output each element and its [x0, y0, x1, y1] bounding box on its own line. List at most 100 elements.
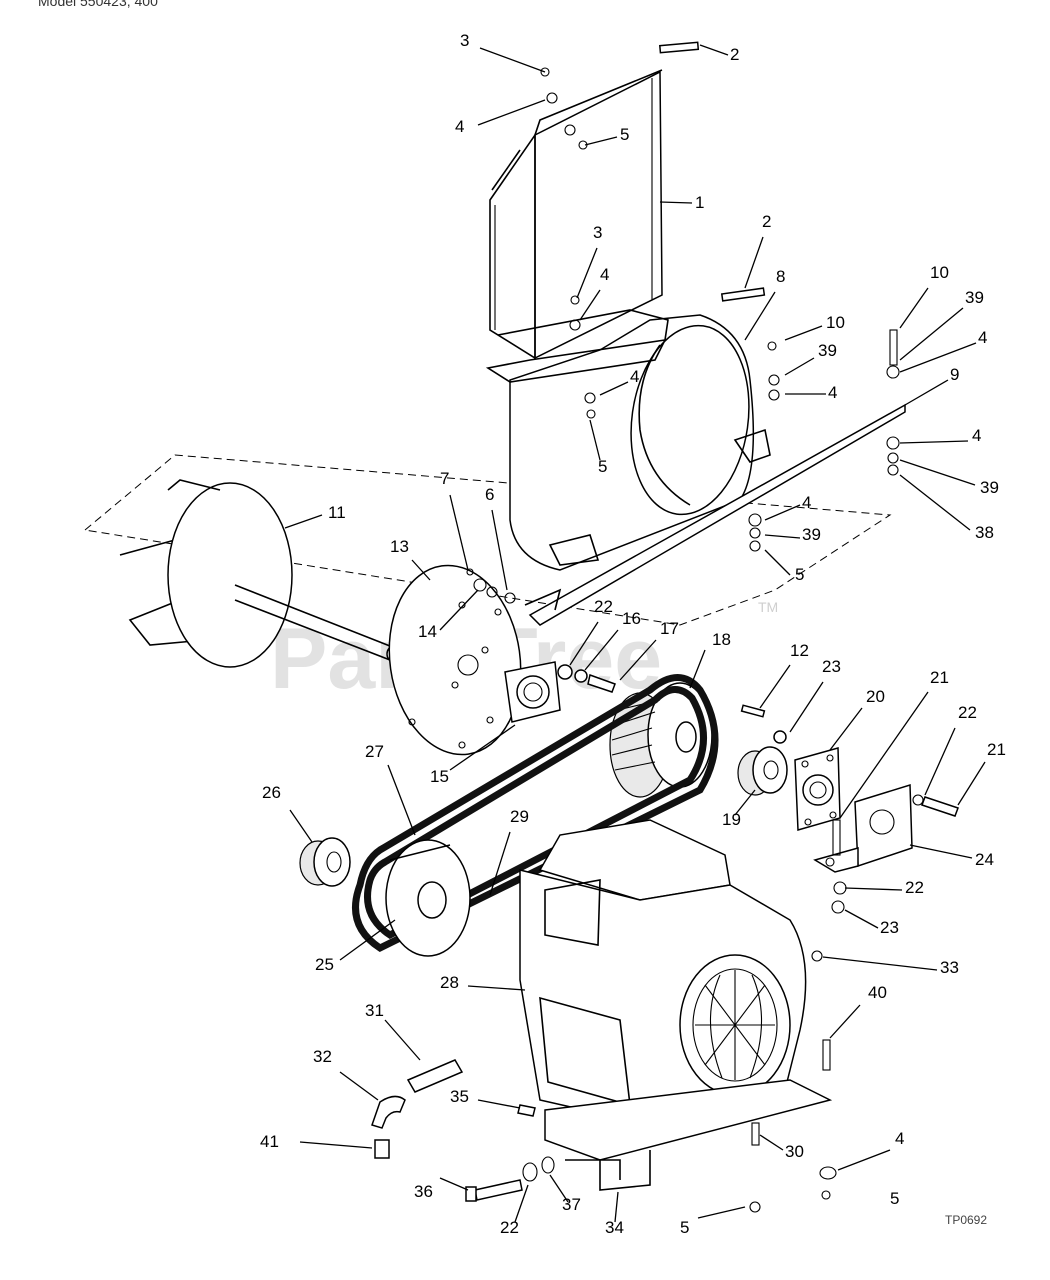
- model-header: Model 550423, 400: [38, 0, 158, 9]
- leader-line: [899, 459, 976, 486]
- part-20-flange-bearing: [794, 747, 841, 831]
- callout-number: 7: [440, 469, 449, 488]
- leader-line: [764, 549, 791, 576]
- part-30-bolt: [751, 1122, 760, 1146]
- leader-line: [477, 1099, 521, 1109]
- leader-line: [467, 985, 526, 991]
- callout-number: 5: [890, 1189, 899, 1208]
- leader-line: [449, 494, 469, 571]
- frame-outline: [84, 454, 892, 626]
- callout-number: 35: [450, 1087, 469, 1106]
- callout-number: 6: [485, 485, 494, 504]
- callout-number: 33: [940, 958, 959, 977]
- leader-line: [339, 919, 396, 961]
- leader-line: [489, 831, 511, 896]
- part-33-clip: [811, 950, 823, 962]
- leader-line: [411, 559, 431, 581]
- callout-number: 22: [905, 878, 924, 897]
- part-40-bolt: [822, 1039, 831, 1071]
- callout-number: 1: [695, 193, 704, 212]
- callout-number: 4: [802, 493, 811, 512]
- leader-line: [837, 1149, 891, 1171]
- leader-line: [449, 724, 516, 771]
- leader-line: [734, 789, 756, 816]
- callout-number: 29: [510, 807, 529, 826]
- leader-line: [697, 1206, 746, 1219]
- leader-line: [439, 1177, 469, 1191]
- part-5-nut-base: [749, 1201, 761, 1213]
- callout-number: 19: [722, 810, 741, 829]
- callout-number: 2: [730, 45, 739, 64]
- callout-number: 28: [440, 973, 459, 992]
- callout-number: 11: [328, 503, 346, 522]
- leader-line: [699, 44, 729, 56]
- callout-number: 18: [712, 630, 731, 649]
- leader-line: [764, 504, 801, 521]
- leader-line: [579, 289, 601, 321]
- callout-number: 10: [826, 313, 845, 332]
- callout-number: 21: [987, 740, 1006, 759]
- part-4-washer-bottom: [819, 1166, 837, 1180]
- callout-number: 5: [680, 1218, 689, 1237]
- leader-line: [844, 887, 903, 891]
- part-2-strip-top: [658, 41, 700, 54]
- leader-line: [599, 381, 629, 396]
- callout-number: 16: [622, 609, 641, 628]
- callout-number: 4: [600, 265, 609, 284]
- callout-number: 4: [455, 117, 464, 136]
- leader-line: [339, 1071, 379, 1101]
- leader-line: [844, 909, 879, 929]
- callout-number: 30: [785, 1142, 804, 1161]
- part-19-bushing: [737, 746, 788, 796]
- leader-line: [689, 649, 706, 689]
- leader-line: [576, 247, 598, 299]
- leader-line: [839, 691, 929, 819]
- callout-number: 21: [930, 668, 949, 687]
- fittings: [371, 1059, 536, 1159]
- part-22-washer: [912, 794, 924, 806]
- leader-line: [387, 764, 416, 836]
- callout-number: 39: [818, 341, 837, 360]
- callout-number: 2: [762, 212, 771, 231]
- leader-line: [477, 99, 546, 126]
- callout-number: 20: [866, 687, 885, 706]
- part-25-drive-pulley: [385, 839, 471, 957]
- leader-line: [284, 514, 323, 529]
- leader-line: [439, 589, 479, 631]
- leader-line: [822, 956, 938, 971]
- leader-line: [619, 639, 657, 681]
- part-8-blower-housing: [485, 314, 755, 571]
- callout-number: 23: [880, 918, 899, 937]
- part-21-bolt: [921, 796, 959, 817]
- callout-number: 27: [365, 742, 384, 761]
- part-27-belts: [352, 674, 719, 953]
- callout-number: 4: [978, 328, 987, 347]
- callout-number: 5: [795, 565, 804, 584]
- leader-line: [584, 136, 618, 146]
- leader-line: [957, 761, 986, 806]
- callout-number: 24: [975, 850, 994, 869]
- watermark-tm: TM: [758, 599, 778, 615]
- callout-number: 38: [975, 523, 994, 542]
- callout-number: 39: [802, 525, 821, 544]
- callout-number: 14: [418, 622, 437, 641]
- figure-code: TP0692: [945, 1213, 987, 1227]
- leader-line: [784, 325, 823, 341]
- leader-line: [549, 1174, 569, 1203]
- leader-line: [289, 809, 313, 843]
- leader-line: [759, 664, 791, 709]
- callout-number: 26: [262, 783, 281, 802]
- callout-number: 4: [630, 367, 639, 386]
- leader-line: [829, 1004, 861, 1039]
- part-9-arm: [524, 403, 906, 626]
- callout-number: 4: [972, 426, 981, 445]
- part-26-bushing: [299, 837, 351, 887]
- leader-line: [759, 1134, 784, 1151]
- leader-line: [899, 474, 971, 531]
- leader-line: [491, 509, 508, 591]
- callout-number: 17: [660, 619, 679, 638]
- leader-line: [589, 419, 601, 461]
- leader-line: [899, 440, 969, 444]
